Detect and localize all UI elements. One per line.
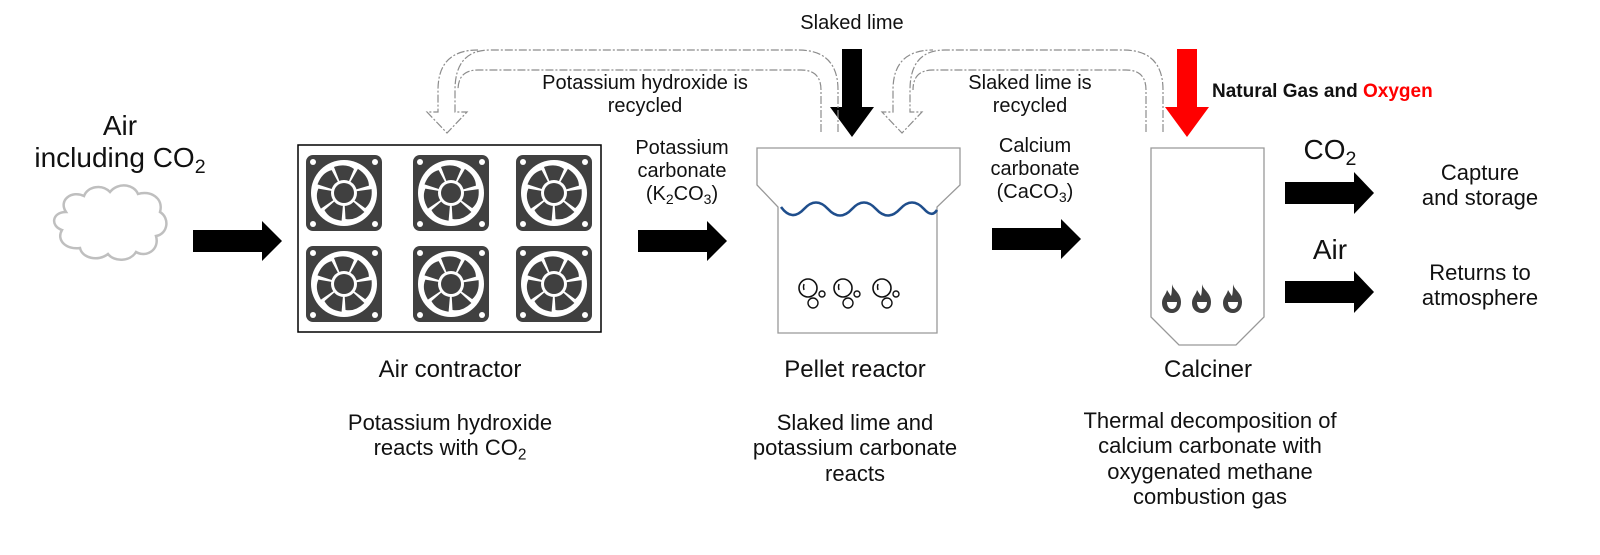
stage-desc-pellet-reactor: Slaked lime and potassium carbonate reac… xyxy=(752,410,958,486)
liquid-wave xyxy=(779,201,939,217)
co2-output-arrow xyxy=(1285,172,1374,214)
calciner-vessel xyxy=(1150,147,1265,346)
fan-icon xyxy=(305,154,383,232)
fan-icon xyxy=(412,245,490,323)
fan-icon xyxy=(515,154,593,232)
air-inflow-arrow xyxy=(193,221,282,261)
caco3-flow-arrow xyxy=(992,219,1081,259)
slaked-lime-label: Slaked lime xyxy=(800,12,904,34)
output-co2-label: CO2 xyxy=(1303,134,1357,170)
air-output-arrow xyxy=(1285,271,1374,313)
stage-desc-air-contractor: Potassium hydroxide reacts with CO2 xyxy=(347,410,553,464)
output-air-label: Air xyxy=(1312,234,1348,265)
fan-icon xyxy=(412,154,490,232)
cloud-icon xyxy=(53,184,168,261)
gas-input-label: Natural Gas and Oxygen xyxy=(1212,81,1433,102)
stage-title-calciner: Calciner xyxy=(1163,356,1253,383)
input-label: Air including CO2 xyxy=(10,110,230,179)
koh-recycle-arrow xyxy=(425,49,839,134)
lime-recycle-arrow xyxy=(880,49,1164,134)
fan-icon xyxy=(305,245,383,323)
natural-gas-input-arrow xyxy=(1165,49,1209,137)
caco3-flow-label: Calcium carbonate (CaCO3) xyxy=(990,135,1080,206)
slaked-lime-input-arrow xyxy=(830,49,874,137)
pellet-reactor-vessel xyxy=(756,147,961,334)
k2co3-flow-arrow xyxy=(638,221,727,261)
input-label-line2: including CO2 xyxy=(34,142,206,179)
stage-desc-calciner: Thermal decomposition of calcium carbona… xyxy=(1083,408,1337,509)
input-label-line1: Air xyxy=(102,110,138,141)
stage-title-air-contractor: Air contractor xyxy=(378,356,522,383)
output-air-destination: Returns to atmosphere xyxy=(1421,260,1539,311)
k2co3-flow-label: Potassium carbonate (K2CO3) xyxy=(635,137,729,208)
lime-recycled-label: Slaked lime is recycled xyxy=(968,72,1092,117)
output-co2-destination: Capture and storage xyxy=(1421,160,1539,211)
fan-icon xyxy=(515,245,593,323)
koh-recycled-label: Potassium hydroxide is recycled xyxy=(542,72,748,117)
stage-title-pellet-reactor: Pellet reactor xyxy=(784,356,926,383)
